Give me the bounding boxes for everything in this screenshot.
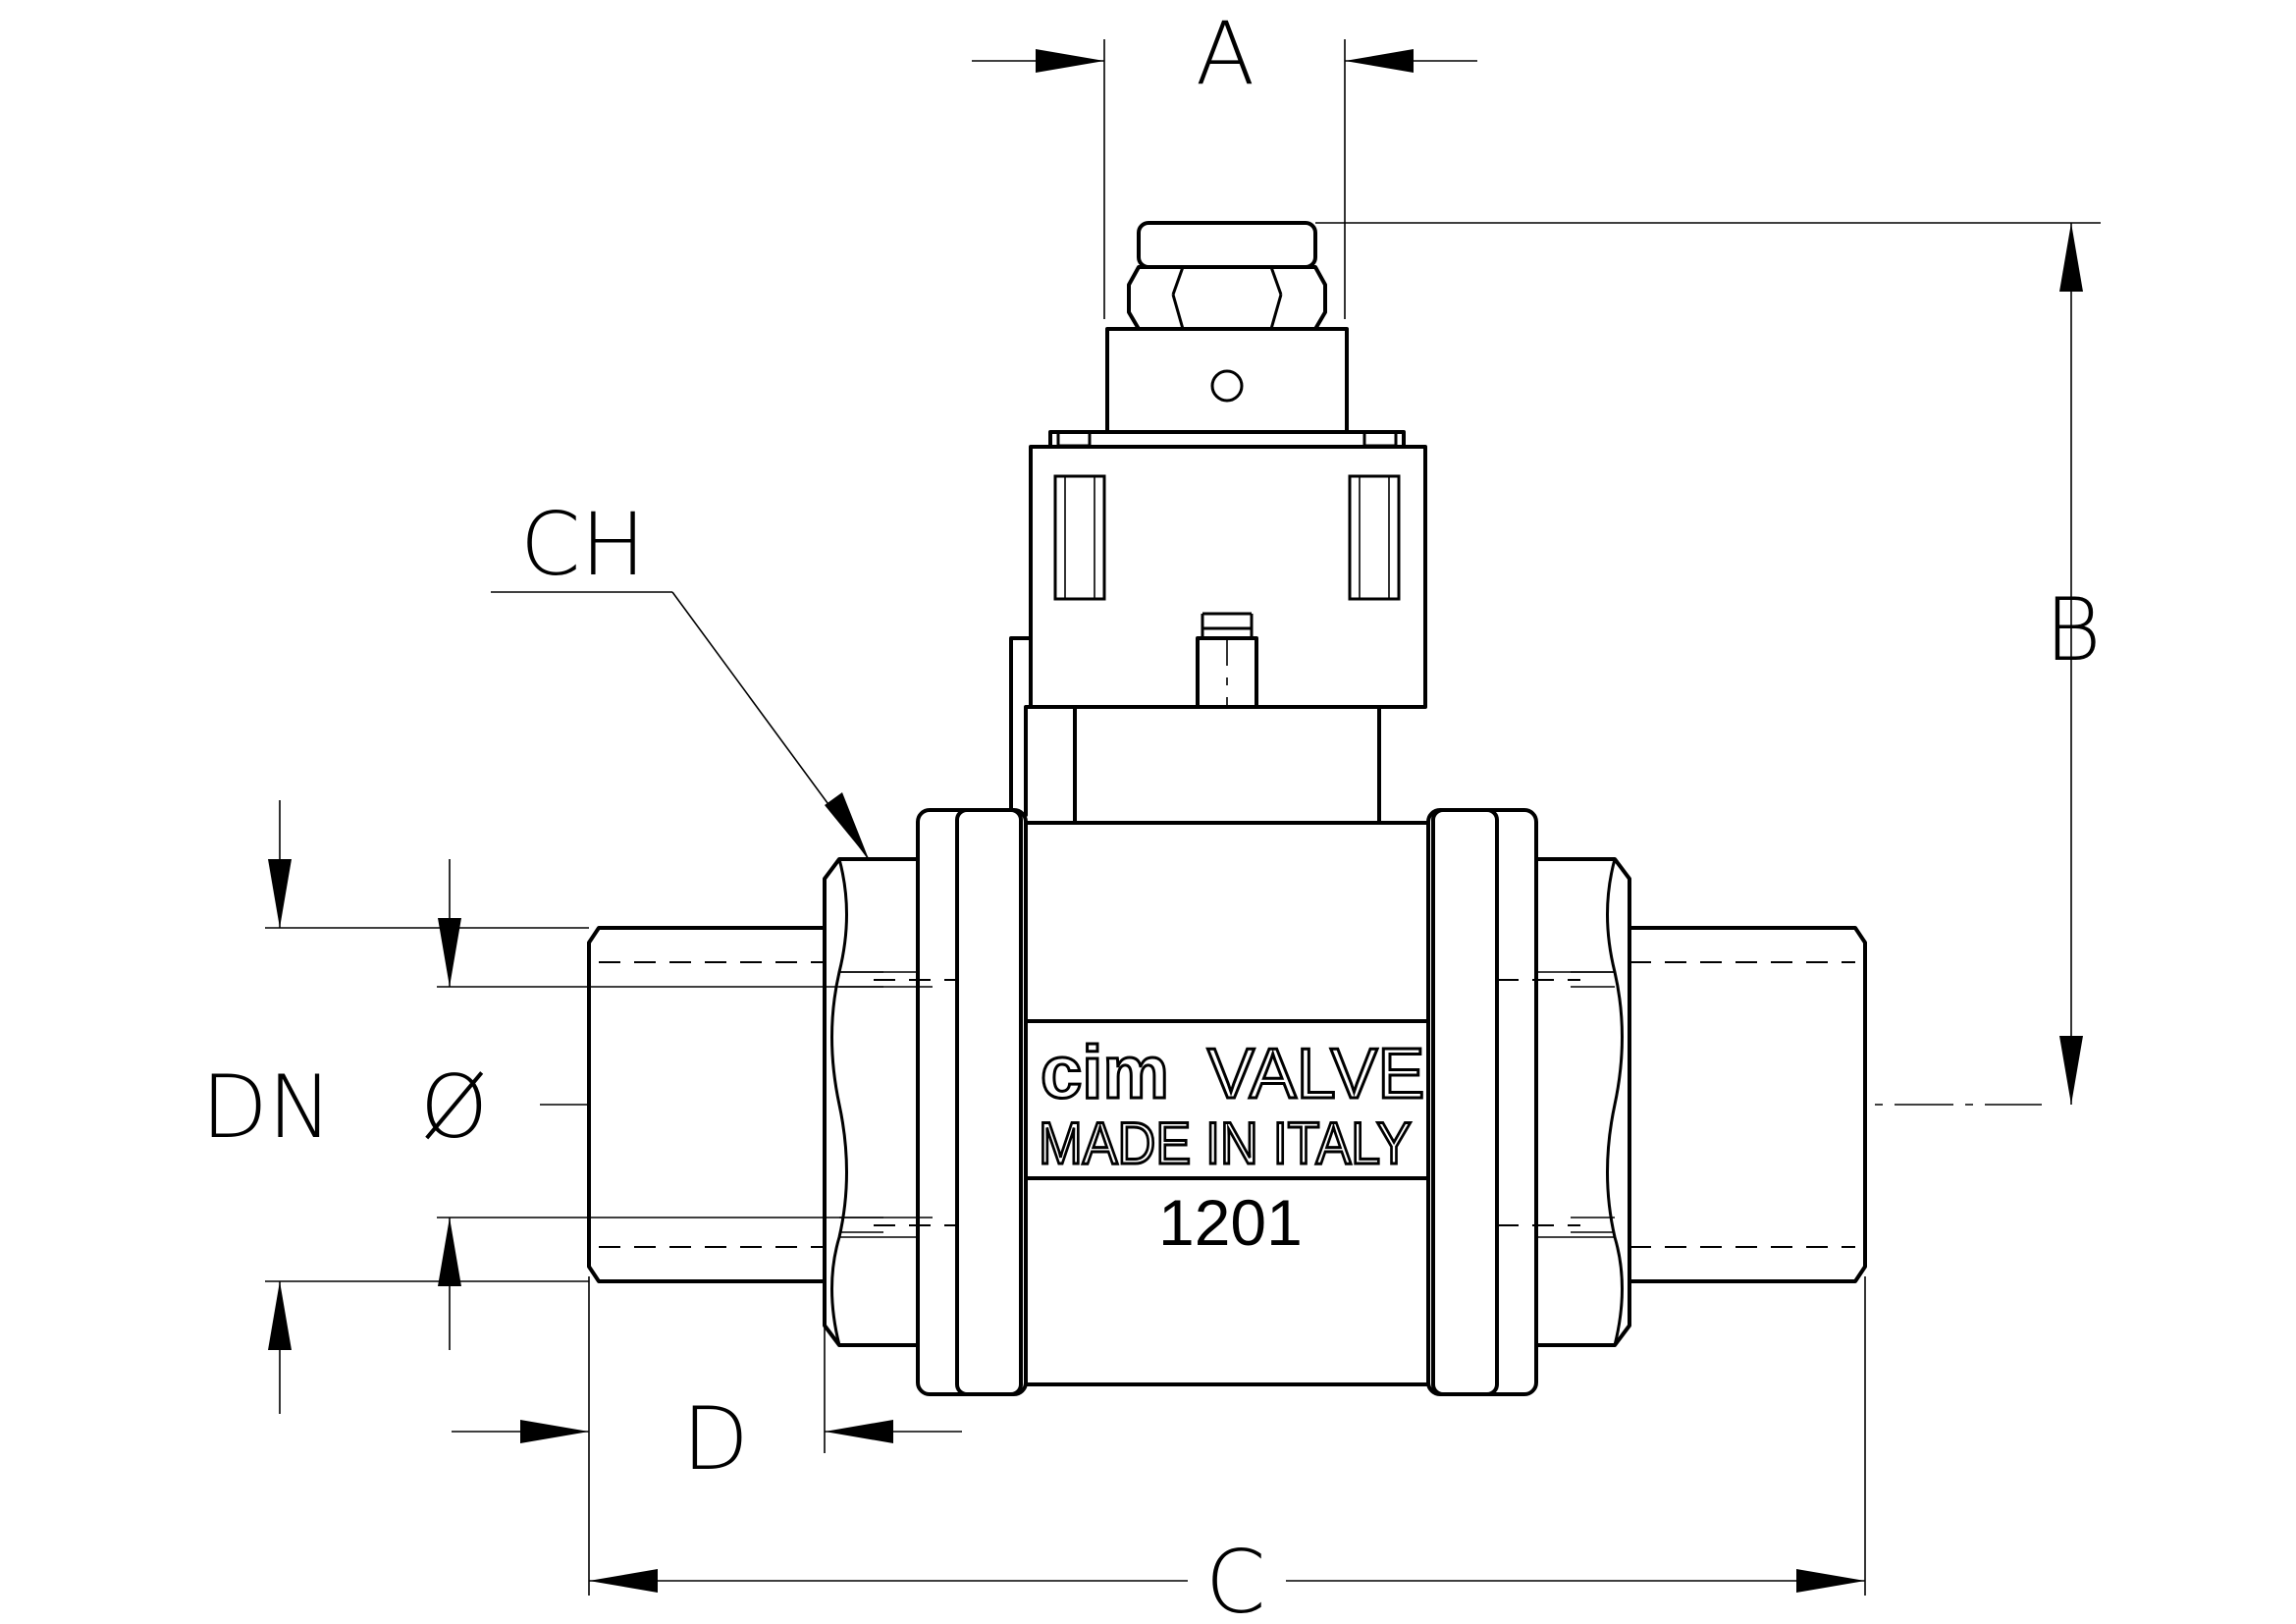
model-number: 1201 [1158, 1186, 1303, 1259]
right-flange [1426, 808, 1538, 1396]
dimension-diameter: Ø [420, 859, 933, 1350]
dimension-dn: DN [201, 800, 589, 1414]
dimension-label-d: D [682, 1388, 749, 1489]
lever-head [1029, 430, 1427, 709]
marking-plate: cim VALVE MADE IN ITALY 1201 [1024, 1019, 1430, 1259]
dimension-d: D [452, 1286, 962, 1489]
dimension-label-ch: CH [520, 494, 646, 595]
origin-marking: MADE IN ITALY [1039, 1110, 1412, 1176]
dimension-c: C [588, 1276, 1866, 1624]
dimension-label-b: B [2045, 579, 2102, 680]
stem-pin-hole [1210, 369, 1244, 403]
dimension-ch: CH [491, 494, 870, 860]
lever-stop [1009, 636, 1033, 817]
right-hex-end [1524, 857, 1631, 1347]
brand-suffix: VALVE [1207, 1035, 1424, 1113]
stem-cap [1127, 221, 1327, 331]
left-threaded-end [587, 926, 957, 1283]
brand-logo: cim [1041, 1031, 1169, 1114]
dimension-label-diameter: Ø [420, 1056, 488, 1158]
dimension-label-a: A [1196, 3, 1255, 104]
left-flange [916, 808, 1028, 1396]
right-threaded-end [1497, 926, 1867, 1283]
dimension-label-c: C [1205, 1532, 1265, 1624]
dimension-b: B [1315, 222, 2102, 1105]
stem-block [1105, 327, 1349, 439]
left-hex-end [823, 857, 930, 1347]
dimension-a: A [972, 3, 1477, 319]
lever-slot-left [1053, 474, 1106, 601]
dimension-label-dn: DN [201, 1056, 333, 1158]
lever-slot-right [1348, 474, 1401, 601]
